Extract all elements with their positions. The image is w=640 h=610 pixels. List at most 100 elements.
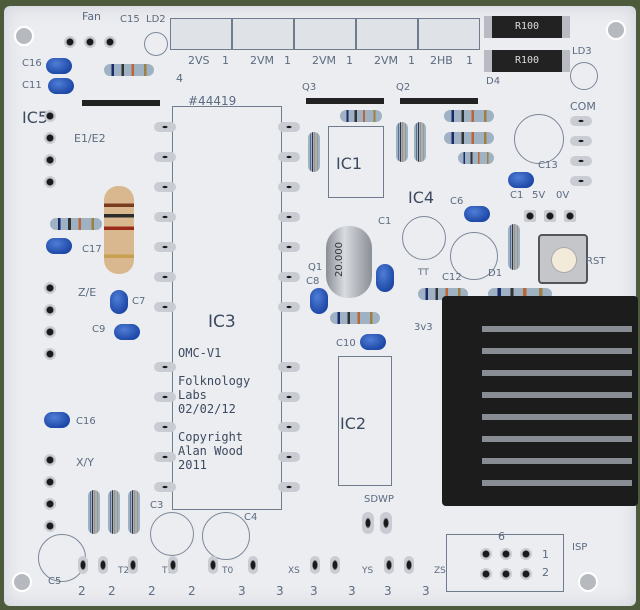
ic5-pin [44,176,56,188]
ld3-label: LD3 [572,46,592,57]
rst-label: RST [586,256,606,267]
bottom-header-number: 2 [148,584,156,598]
header-pad [208,556,218,574]
ic5-pin [44,348,56,360]
fan-pad [104,36,116,48]
isp-pin [500,568,512,580]
ic3-pin [154,212,176,222]
ic3-pin [154,272,176,282]
ic5-pin [44,304,56,316]
com-pad [570,136,592,146]
reset-button[interactable] [538,234,588,284]
sdwp-pad [380,512,392,534]
fan-pad [84,36,96,48]
terminal-pin4-label: 4 [176,72,183,85]
ic5-pin [44,476,56,488]
sd-pin [482,436,632,442]
c15-label: C15 [120,14,140,25]
terminal-block [170,18,232,50]
resistor [444,110,494,122]
sd-pin [482,480,632,486]
ic3-pin [278,422,300,432]
sd-pin [482,414,632,420]
isp-pin [520,568,532,580]
resistor [50,218,102,230]
ic3-pin [154,452,176,462]
ic3-pin [154,362,176,372]
tt-label: TT [418,268,429,278]
ic3-pin [154,422,176,432]
ld2-outline [144,32,168,56]
header-strip [82,100,160,106]
electrolytic-outline [450,232,498,280]
ic3-pin [154,152,176,162]
bottom-header-number: 3 [384,584,392,598]
resistor [308,132,320,172]
terminal-label-4: 2VM [374,54,399,67]
resistor [508,224,520,270]
smd-resistor-r100-a: R100 [484,16,570,38]
ic3-pin [278,362,300,372]
capacitor-c1 [376,264,394,292]
3v3-label: 3v3 [414,322,433,333]
power-pad [564,210,576,222]
isp-pin2-label: 2 [542,566,549,579]
c1a-label: C1 [510,190,524,201]
ic1-outline [328,126,384,198]
ic3-pin [154,242,176,252]
isp-label: ISP [572,542,588,553]
fan-pad [64,36,76,48]
bottom-header-number: 3 [276,584,284,598]
isp-pin [480,548,492,560]
capacitor-c7 [110,290,128,314]
bottom-header-number: 3 [348,584,356,598]
c4-label: C4 [244,512,258,523]
header-pad [330,556,340,574]
c3-outline [150,512,194,556]
terminal-label-2: 2VM [250,54,275,67]
mounting-hole-top-right [606,20,626,40]
sd-pin [482,348,632,354]
capacitor-c11 [48,78,74,94]
ld3-outline [570,62,598,90]
capacitor-c10 [360,334,386,350]
ic3-label: IC3 [208,312,236,332]
isp-pin [500,548,512,560]
terminal-label-3: 2VM [312,54,337,67]
resistor [88,490,100,534]
bottom-header-number: 3 [238,584,246,598]
terminal-block [418,18,480,50]
c11-label: C11 [22,80,42,91]
header-pad [78,556,88,574]
resistor [340,110,382,122]
mounting-hole-bottom-right [578,572,598,592]
isp-pin [520,548,532,560]
resistor [128,490,140,534]
sd-pin [482,458,632,464]
omc-version: OMC-V1 [178,346,222,360]
xs-label: XS [288,566,300,576]
ic5-label: IC5 [22,108,49,127]
isp-pin6-label: 6 [498,530,505,543]
ic3-pin [154,482,176,492]
ic5-pin [44,154,56,166]
d4-label: D4 [486,76,501,87]
resistor [108,490,120,534]
isp-pin [480,568,492,580]
bottom-header-number: 2 [108,584,116,598]
ic2-label: IC2 [340,414,367,433]
resistor [104,64,154,76]
crystal-20mhz: 20.000 [326,226,372,298]
ic3-pin [278,302,300,312]
terminal-pin-5: 1 [466,54,473,67]
ic3-pin [154,182,176,192]
sdwp-label: SDWP [364,494,394,505]
q1-label: Q1 [308,262,323,273]
power-resistor [104,186,134,274]
board-code: #44419 [188,94,237,108]
ze-label: Z/E [78,286,97,299]
terminal-pin-3: 1 [346,54,353,67]
ic5-pin [44,454,56,466]
zs-label: ZS [434,566,446,576]
maker-text: Folknology Labs 02/02/12 [178,374,251,416]
